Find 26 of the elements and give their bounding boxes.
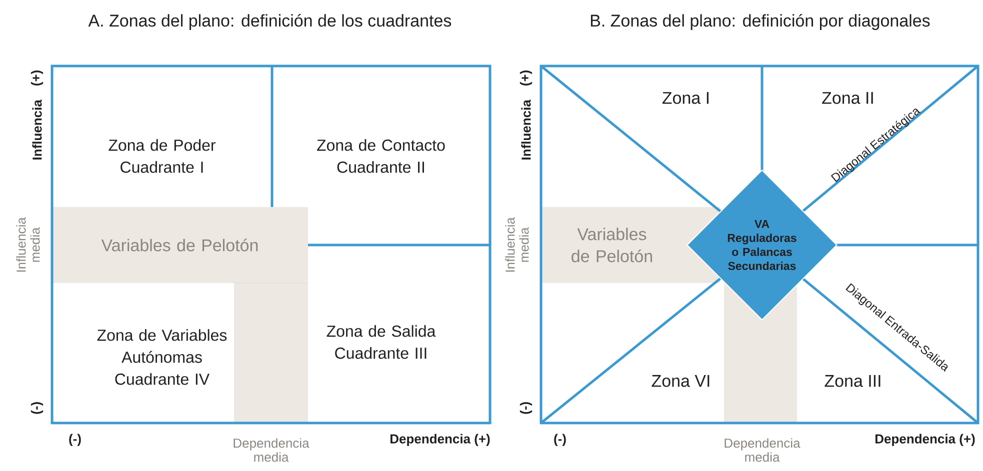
zone-label: Zona de Poder Cuadrante I <box>108 139 216 173</box>
zone-label: Zona III <box>824 375 880 387</box>
zone-label: Zona I <box>662 92 708 104</box>
zone-label: Zona de Salida Cuadrante III <box>326 325 436 359</box>
zone-label: Zona de Contacto Cuadrante II <box>317 139 445 173</box>
zone-label: Zona VI <box>652 375 710 387</box>
axis-sign: (-) <box>520 402 532 414</box>
axis-midpoint: Dependencia media <box>234 438 310 462</box>
axis-title: Dependencia (+) <box>390 434 490 446</box>
axis-sign: (+) <box>520 70 532 86</box>
node-label: A. Zonas del plano: definición de los cuadrantes <box>88 14 452 30</box>
axis-title: Influencia <box>32 100 42 160</box>
axis-sign: (+) <box>30 70 44 86</box>
axis-midpoint: Influencia media <box>505 217 529 272</box>
axis-midpoint: Influencia media <box>16 217 40 272</box>
axis-midpoint: Dependencia media <box>724 438 800 462</box>
axis-title: Dependencia (+) <box>875 434 975 446</box>
axis-title: Influencia <box>521 100 531 160</box>
zone-label: Zona II <box>822 92 873 104</box>
axis-sign: (-) <box>30 402 44 414</box>
axis-sign: (-) <box>69 434 81 446</box>
zone-label: Zona de Variables Autónomas Cuadrante IV <box>97 329 227 385</box>
zone-label: Variables de Pelotón <box>101 238 258 252</box>
axis-sign: (-) <box>554 434 566 446</box>
node-label: B. Zonas del plano: definición por diagonales <box>590 14 930 30</box>
zone-label: Variables de Pelotón <box>572 228 652 262</box>
